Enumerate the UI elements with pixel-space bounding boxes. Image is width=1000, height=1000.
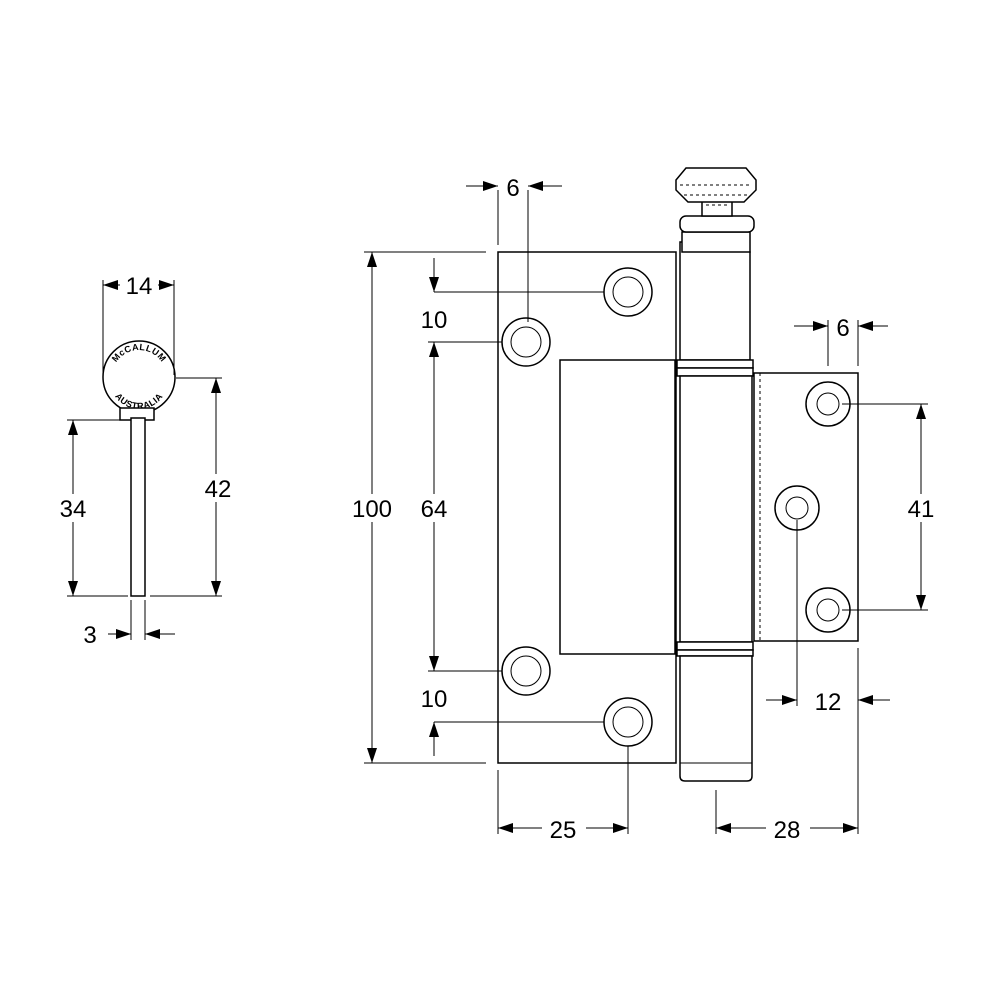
screw-hole-top — [603, 267, 653, 317]
left-leaf-holes — [501, 267, 653, 747]
dim-label-34: 34 — [60, 496, 87, 523]
right-hole-spacing-dimension: 41 — [842, 403, 944, 611]
right-leaf-holes — [774, 381, 851, 633]
left-hole-diameter-dimension: 6 — [466, 175, 562, 322]
side-width-dimension: 14 — [102, 272, 175, 375]
dim-label-28: 28 — [774, 817, 801, 844]
leaf-profile — [130, 417, 146, 597]
dim-label-6-right: 6 — [836, 315, 849, 342]
bottom-offset-dimension: 10 — [421, 686, 604, 756]
side-thickness-dimension: 3 — [83, 600, 175, 649]
side-overall-height-dimension: 42 — [150, 377, 238, 597]
dim-label-42: 42 — [205, 476, 232, 503]
left-leaf-width-dimension: 25 — [497, 746, 629, 844]
dim-label-14: 14 — [126, 273, 153, 300]
screw-hole-upper — [501, 317, 551, 367]
adjuster-cap — [675, 167, 757, 233]
flange-hole-bottom — [805, 587, 851, 633]
dim-label-6-left: 6 — [506, 175, 519, 202]
dim-label-10-top: 10 — [421, 307, 448, 334]
right-hole-inset-dimension: 12 — [766, 520, 890, 716]
dim-label-12: 12 — [815, 689, 842, 716]
screw-hole-bottom — [603, 697, 653, 747]
dim-label-10-bottom: 10 — [421, 686, 448, 713]
right-leaf-plate — [559, 359, 676, 655]
dim-label-64: 64 — [421, 496, 448, 523]
overall-height-dimension: 100 — [342, 251, 486, 764]
screw-hole-lower — [501, 646, 551, 696]
dim-label-25: 25 — [550, 817, 577, 844]
front-view: 100 6 10 64 — [342, 167, 944, 844]
top-offset-dimension: 10 — [421, 258, 604, 334]
dim-label-41: 41 — [908, 496, 935, 523]
side-view: McCALLUM AUSTRALIA 14 42 — [52, 272, 238, 649]
dim-label-100: 100 — [352, 496, 392, 523]
right-hole-diameter-dimension: 6 — [794, 315, 888, 366]
dim-label-3: 3 — [83, 622, 96, 649]
knuckle-barrel — [676, 231, 754, 782]
right-leaf-width-dimension: 28 — [715, 648, 859, 844]
inner-spacing-dimension: 64 — [410, 341, 502, 672]
side-leaf-height-dimension: 34 — [52, 419, 128, 597]
